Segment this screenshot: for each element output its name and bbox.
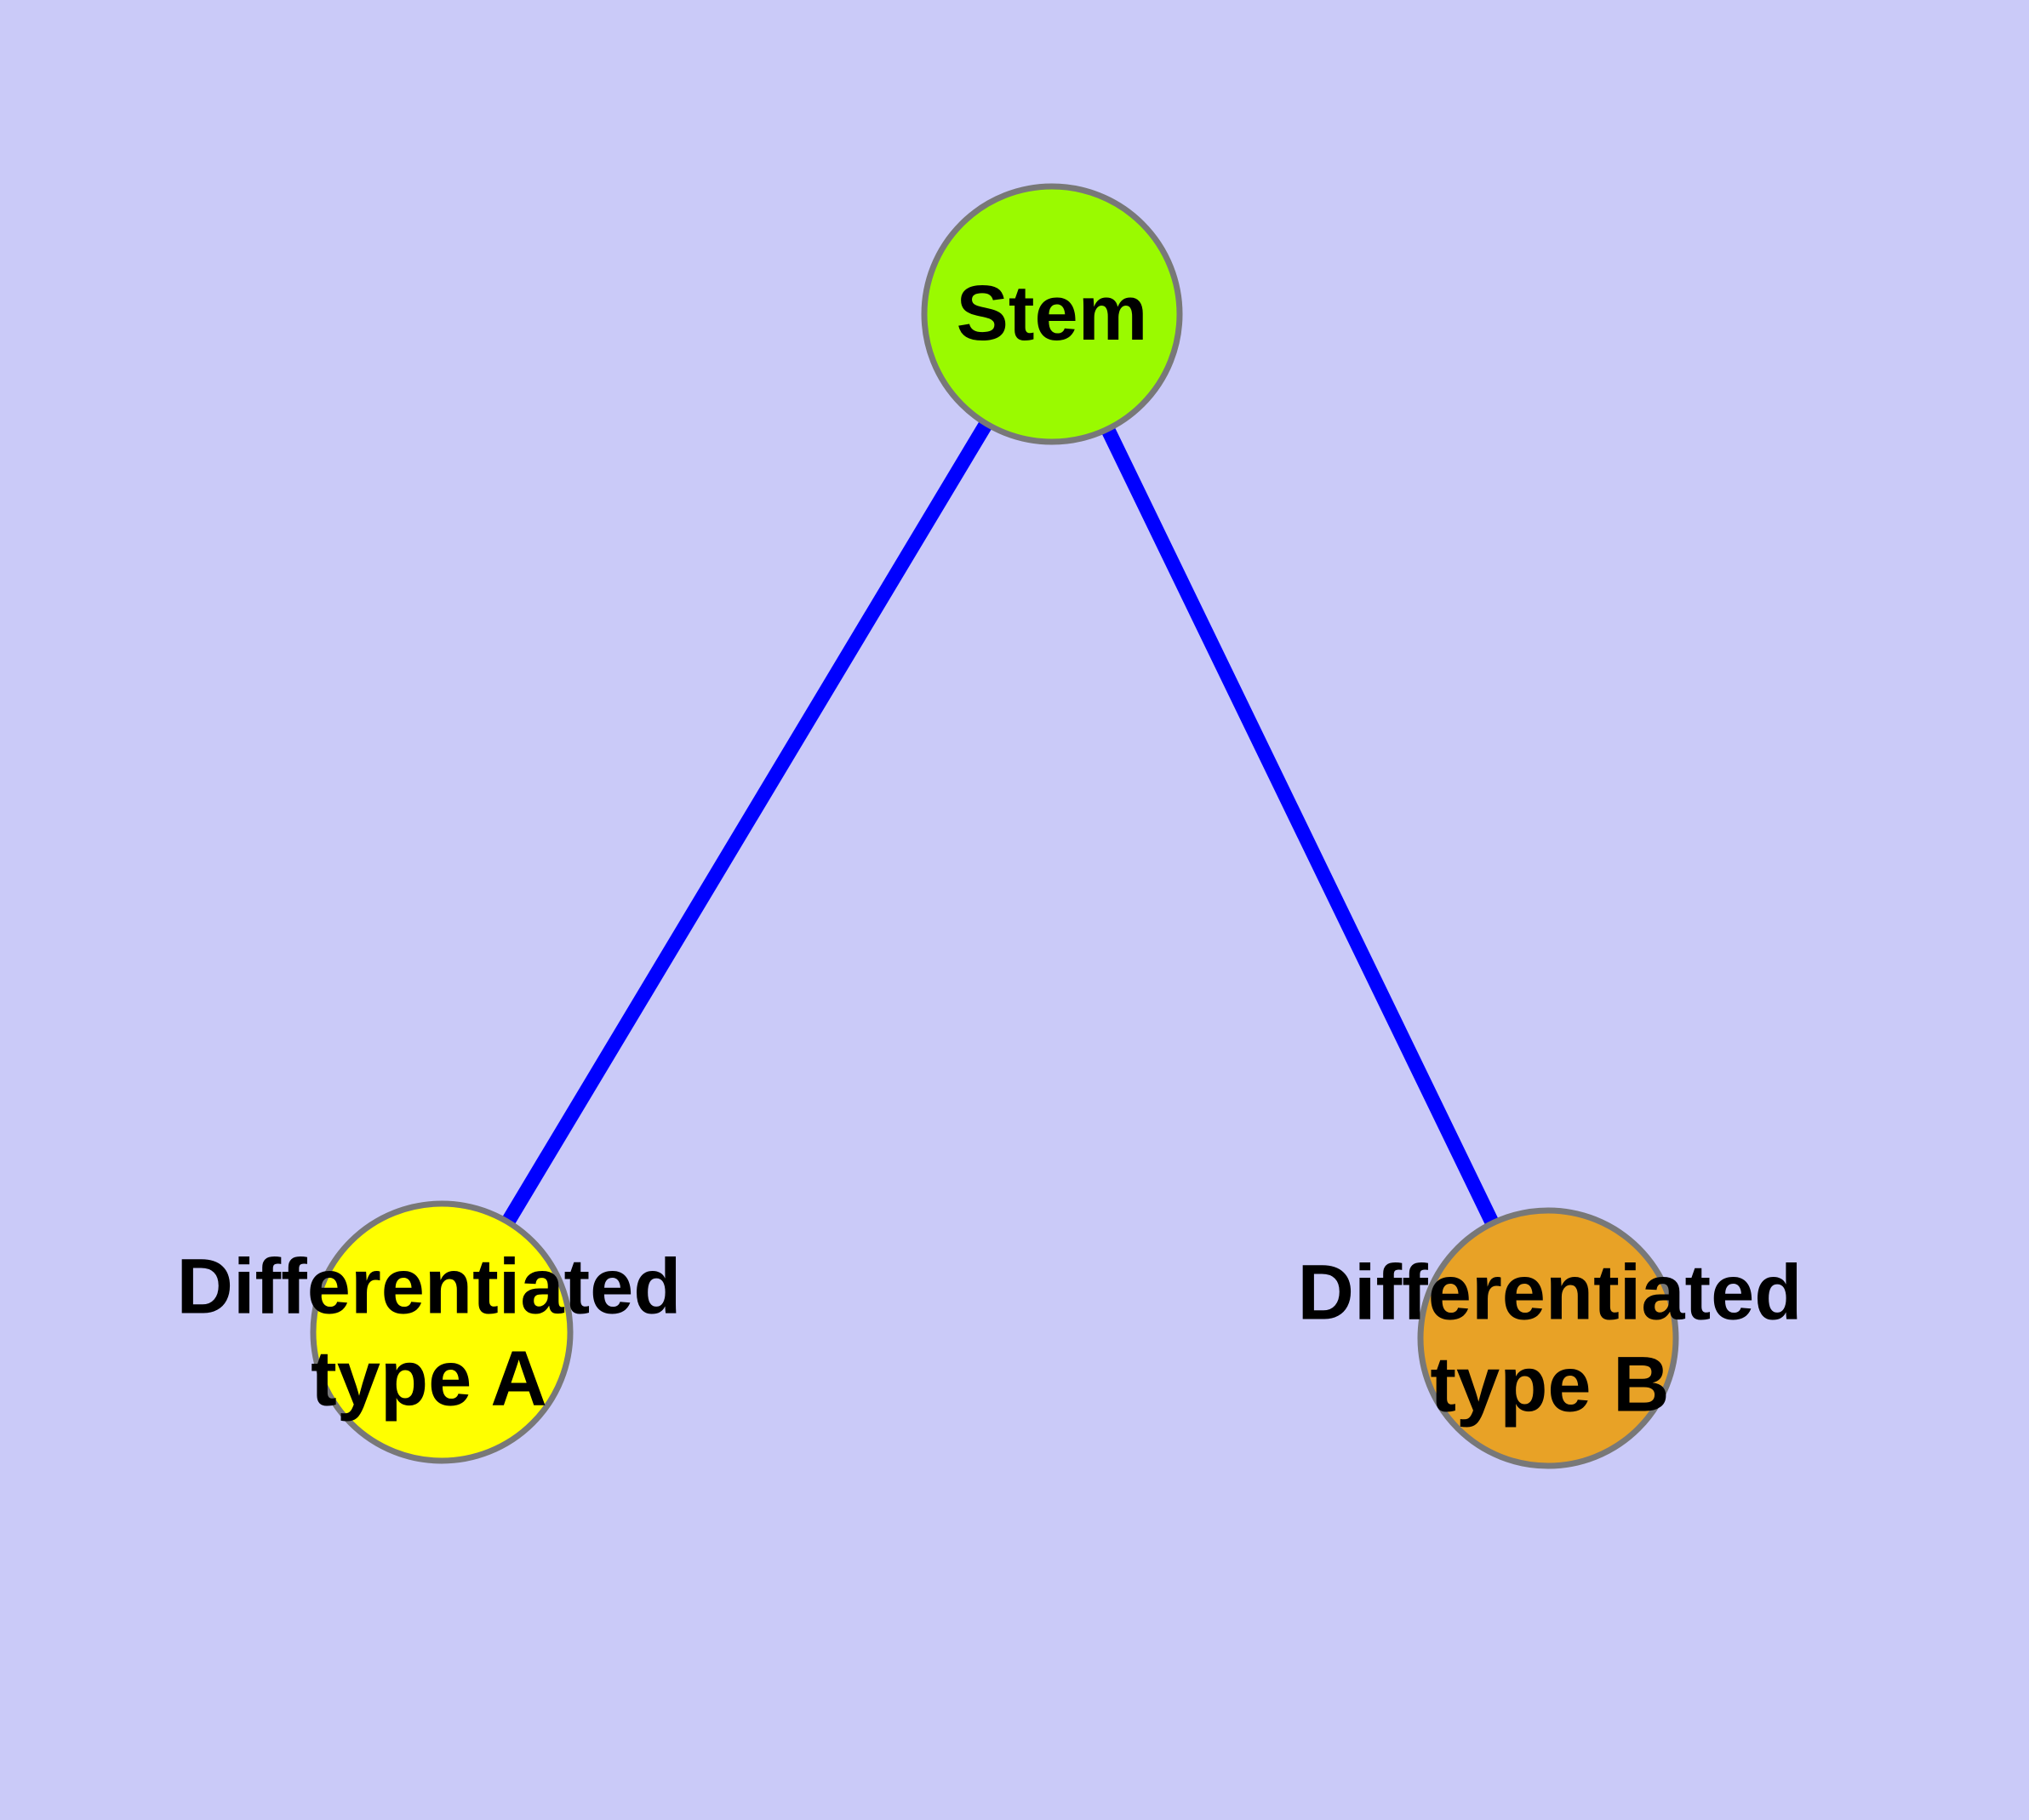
node-type-a-circle: [310, 1200, 574, 1464]
node-type-a-label: Differentiated type A: [177, 1241, 682, 1424]
node-type-a-label-line2: type A: [311, 1335, 547, 1422]
node-stem-label-text: Stem: [956, 270, 1148, 358]
node-type-b-label: Differentiated type B: [1298, 1247, 1803, 1430]
edge-stem-to-type-b: [1045, 311, 1555, 1342]
node-type-b-label-line1: Differentiated: [1297, 1249, 1803, 1336]
node-type-b-circle: [1417, 1207, 1679, 1469]
edge-stem-to-type-a: [435, 310, 1059, 1336]
node-stem-circle: [921, 183, 1183, 445]
node-type-a-label-line1: Differentiated: [176, 1243, 682, 1331]
node-type-b-label-line2: type B: [1430, 1341, 1670, 1428]
node-stem-label: Stem: [957, 268, 1148, 360]
